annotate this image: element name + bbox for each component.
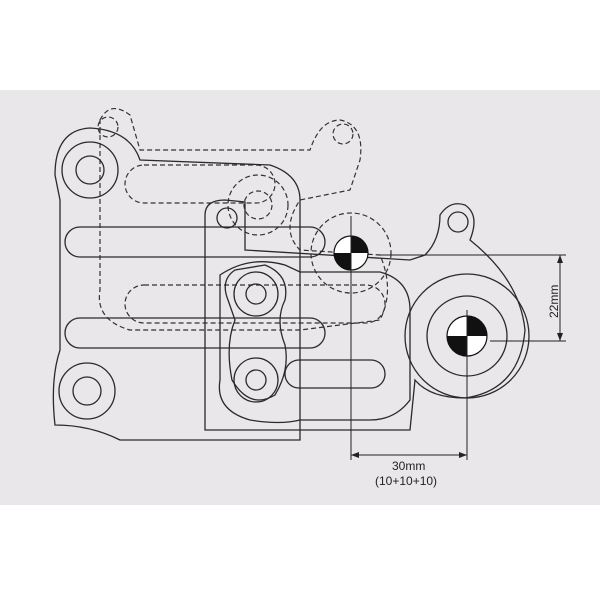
horizontal-dimension-label: 30mm: [392, 459, 426, 473]
dimension-lines: [350, 216, 566, 460]
horizontal-dimension-breakdown: (10+10+10): [375, 474, 438, 488]
vertical-dimension-label: 22mm: [547, 284, 561, 318]
inner-link: [218, 261, 411, 424]
left-plate: [52, 127, 326, 441]
